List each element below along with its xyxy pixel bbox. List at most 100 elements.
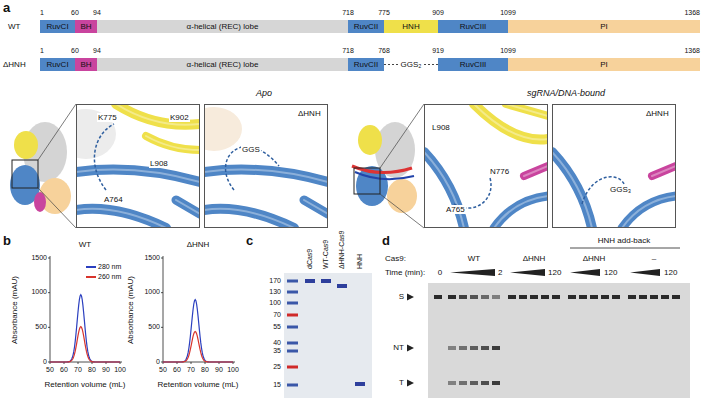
axis-title: Absorbance (mAU) <box>10 276 19 344</box>
zoom-line <box>38 104 76 160</box>
residue-label: K775 <box>97 113 118 122</box>
residue-number: 94 <box>93 9 101 17</box>
missing-loop <box>94 124 114 190</box>
band <box>448 346 456 350</box>
ladder-band <box>287 302 298 305</box>
tick-label: 100 <box>227 366 239 374</box>
band-pointer <box>407 294 414 301</box>
band <box>481 346 489 350</box>
tick-label: 90 <box>215 366 223 374</box>
domain-name: α-helical (REC) lobe <box>187 22 259 31</box>
tick-label: 80 <box>88 366 96 374</box>
residue-number: 94 <box>93 47 101 55</box>
time-label: 120 <box>664 268 677 277</box>
inset-view <box>424 104 548 228</box>
protein-band <box>337 284 347 288</box>
residue-label: L908 <box>149 159 169 168</box>
ladder-band <box>287 342 298 345</box>
tick <box>191 362 192 364</box>
time-label: 2 <box>498 268 502 277</box>
marker-size: 15 <box>273 381 281 389</box>
marker-size: 25 <box>273 363 281 371</box>
tick-label: 60 <box>173 366 181 374</box>
inset-view <box>552 152 676 228</box>
legend-swatch <box>86 266 96 268</box>
helix <box>204 170 328 182</box>
row-label: WT <box>8 22 20 31</box>
residue-label: A764 <box>103 195 124 204</box>
trace <box>163 332 233 363</box>
tick <box>161 327 163 328</box>
gel <box>284 273 372 398</box>
helix <box>524 166 548 176</box>
band <box>459 346 467 350</box>
residue-label: A765 <box>445 205 466 214</box>
tick-label: 1000 <box>31 288 47 296</box>
axis-title: Absorbance (mAU) <box>126 276 135 344</box>
panel-letter: c <box>246 234 253 248</box>
domain-name: RuvCI <box>46 22 68 31</box>
lane-label: dCas9 <box>306 249 314 269</box>
helix-highlight <box>304 200 328 214</box>
band-label: NT <box>393 343 404 352</box>
group-label: ΔHNH <box>583 254 606 263</box>
ladder-band <box>287 366 298 369</box>
trace <box>50 295 120 362</box>
residue-label: GGS₃ <box>609 185 632 194</box>
helix-highlight <box>652 166 676 176</box>
tick <box>78 362 79 364</box>
ladder-band <box>287 280 298 283</box>
trace <box>50 327 120 362</box>
tick-label: 80 <box>201 366 209 374</box>
band-pointer <box>407 345 414 352</box>
domain-segment: RuvCIII <box>438 58 508 71</box>
band <box>639 295 647 299</box>
chart-title: ΔHNH <box>187 240 210 249</box>
marker-size: 100 <box>269 299 281 307</box>
helix <box>76 209 166 228</box>
residue-label: GGS <box>241 145 261 154</box>
band <box>434 295 442 299</box>
residue-label: N776 <box>489 167 510 176</box>
tick-label: 60 <box>60 366 68 374</box>
time-wedge <box>570 269 600 276</box>
protein-band <box>305 279 315 283</box>
helix-highlight <box>176 200 200 214</box>
panel-letter: a <box>3 1 10 15</box>
row-label: ΔHNH <box>3 60 26 69</box>
band <box>590 295 598 299</box>
tick-label: 500 <box>35 323 47 331</box>
row-label: Time (min): <box>385 268 425 277</box>
marker-size: 40 <box>273 339 281 347</box>
legend-text: 280 nm <box>98 263 121 271</box>
marker-size: 70 <box>273 311 281 319</box>
zoom-box <box>354 168 380 194</box>
nucleic-acid <box>355 172 414 179</box>
nucleic-acid <box>352 166 412 173</box>
domain-name: BH <box>80 60 91 69</box>
band <box>492 346 500 350</box>
time-label: 120 <box>604 268 617 277</box>
band <box>470 295 478 299</box>
helix-highlight <box>552 152 592 228</box>
linker-label: GGS₂ <box>400 60 423 69</box>
domain-name: RuvCII <box>354 60 378 69</box>
residue-number: 1 <box>40 47 44 55</box>
marker-size: 170 <box>269 277 281 285</box>
group-label: ΔHNH <box>523 254 546 263</box>
domain-name: α-helical (REC) lobe <box>187 60 259 69</box>
domain-segment: RuvCII <box>348 20 384 33</box>
domain-segment: RuvCI <box>40 20 75 33</box>
domain-segment: BH <box>75 58 97 71</box>
time-label: 0 <box>438 268 442 277</box>
band <box>579 295 587 299</box>
time-wedge <box>450 269 495 276</box>
gel <box>428 283 690 398</box>
domain-name: PI <box>600 22 608 31</box>
domain-segment: PI <box>508 20 700 33</box>
helix <box>176 200 200 214</box>
helix <box>652 166 676 176</box>
band <box>481 295 489 299</box>
tick-label: 90 <box>102 366 110 374</box>
group-label: – <box>652 254 656 263</box>
